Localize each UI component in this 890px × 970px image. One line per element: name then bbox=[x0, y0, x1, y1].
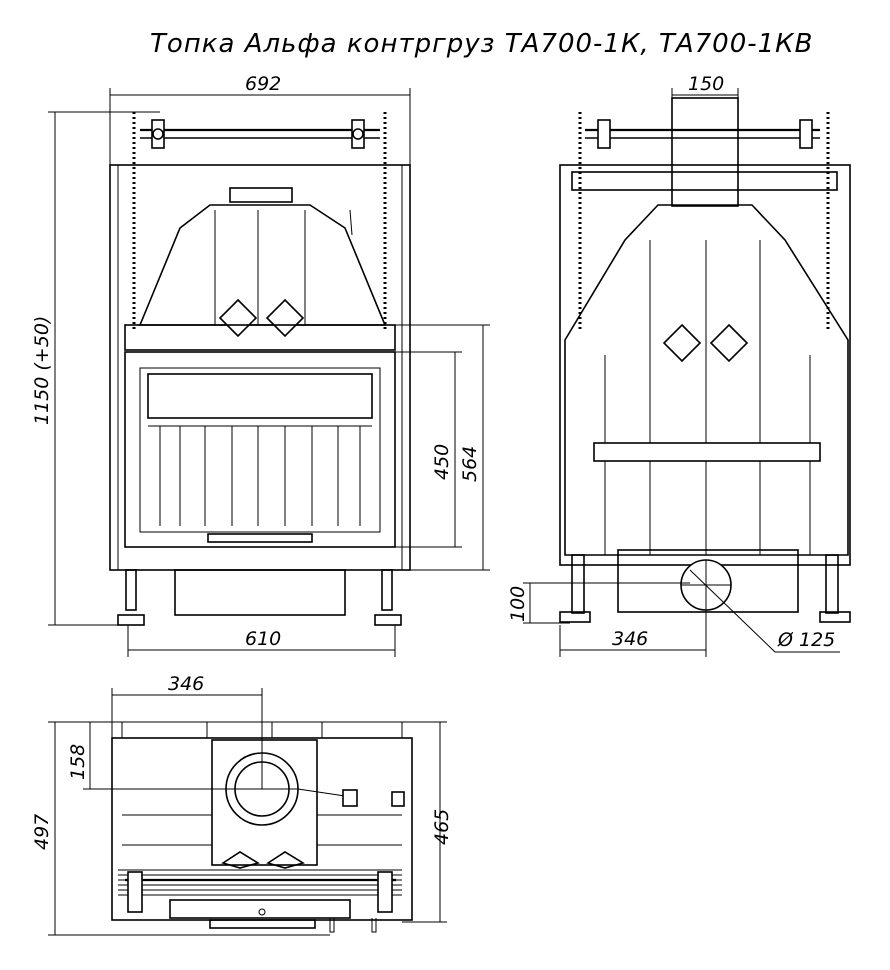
front-dimensions: 692 1150 (+50) 450 564 610 bbox=[31, 73, 490, 657]
dim-base-height: 100 bbox=[507, 586, 529, 622]
front-view bbox=[109, 112, 411, 626]
dim-top-depth-inner: 465 bbox=[431, 809, 453, 845]
dim-door-opening: 450 bbox=[431, 444, 453, 480]
dim-top-flue-x: 346 bbox=[168, 673, 204, 695]
dim-flue-offset: 346 bbox=[612, 628, 648, 650]
side-view bbox=[559, 97, 851, 623]
top-dimensions: 346 158 497 465 bbox=[31, 673, 453, 936]
dim-top-depth-outer: 497 bbox=[31, 814, 53, 850]
dim-base-width: 610 bbox=[245, 628, 281, 650]
dim-flue-diameter: Ø 125 bbox=[777, 629, 835, 651]
side-dimensions: 150 100 346 Ø 125 bbox=[507, 73, 840, 657]
dim-door-frame: 564 bbox=[459, 446, 481, 482]
dim-flue-width: 150 bbox=[688, 73, 724, 95]
dim-front-height: 1150 (+50) bbox=[31, 316, 53, 425]
dim-front-width: 692 bbox=[245, 73, 281, 95]
dim-top-flue-y: 158 bbox=[67, 744, 89, 780]
drawing-title: Топка Альфа контргруз ТА700-1К, ТА700-1К… bbox=[150, 29, 813, 59]
